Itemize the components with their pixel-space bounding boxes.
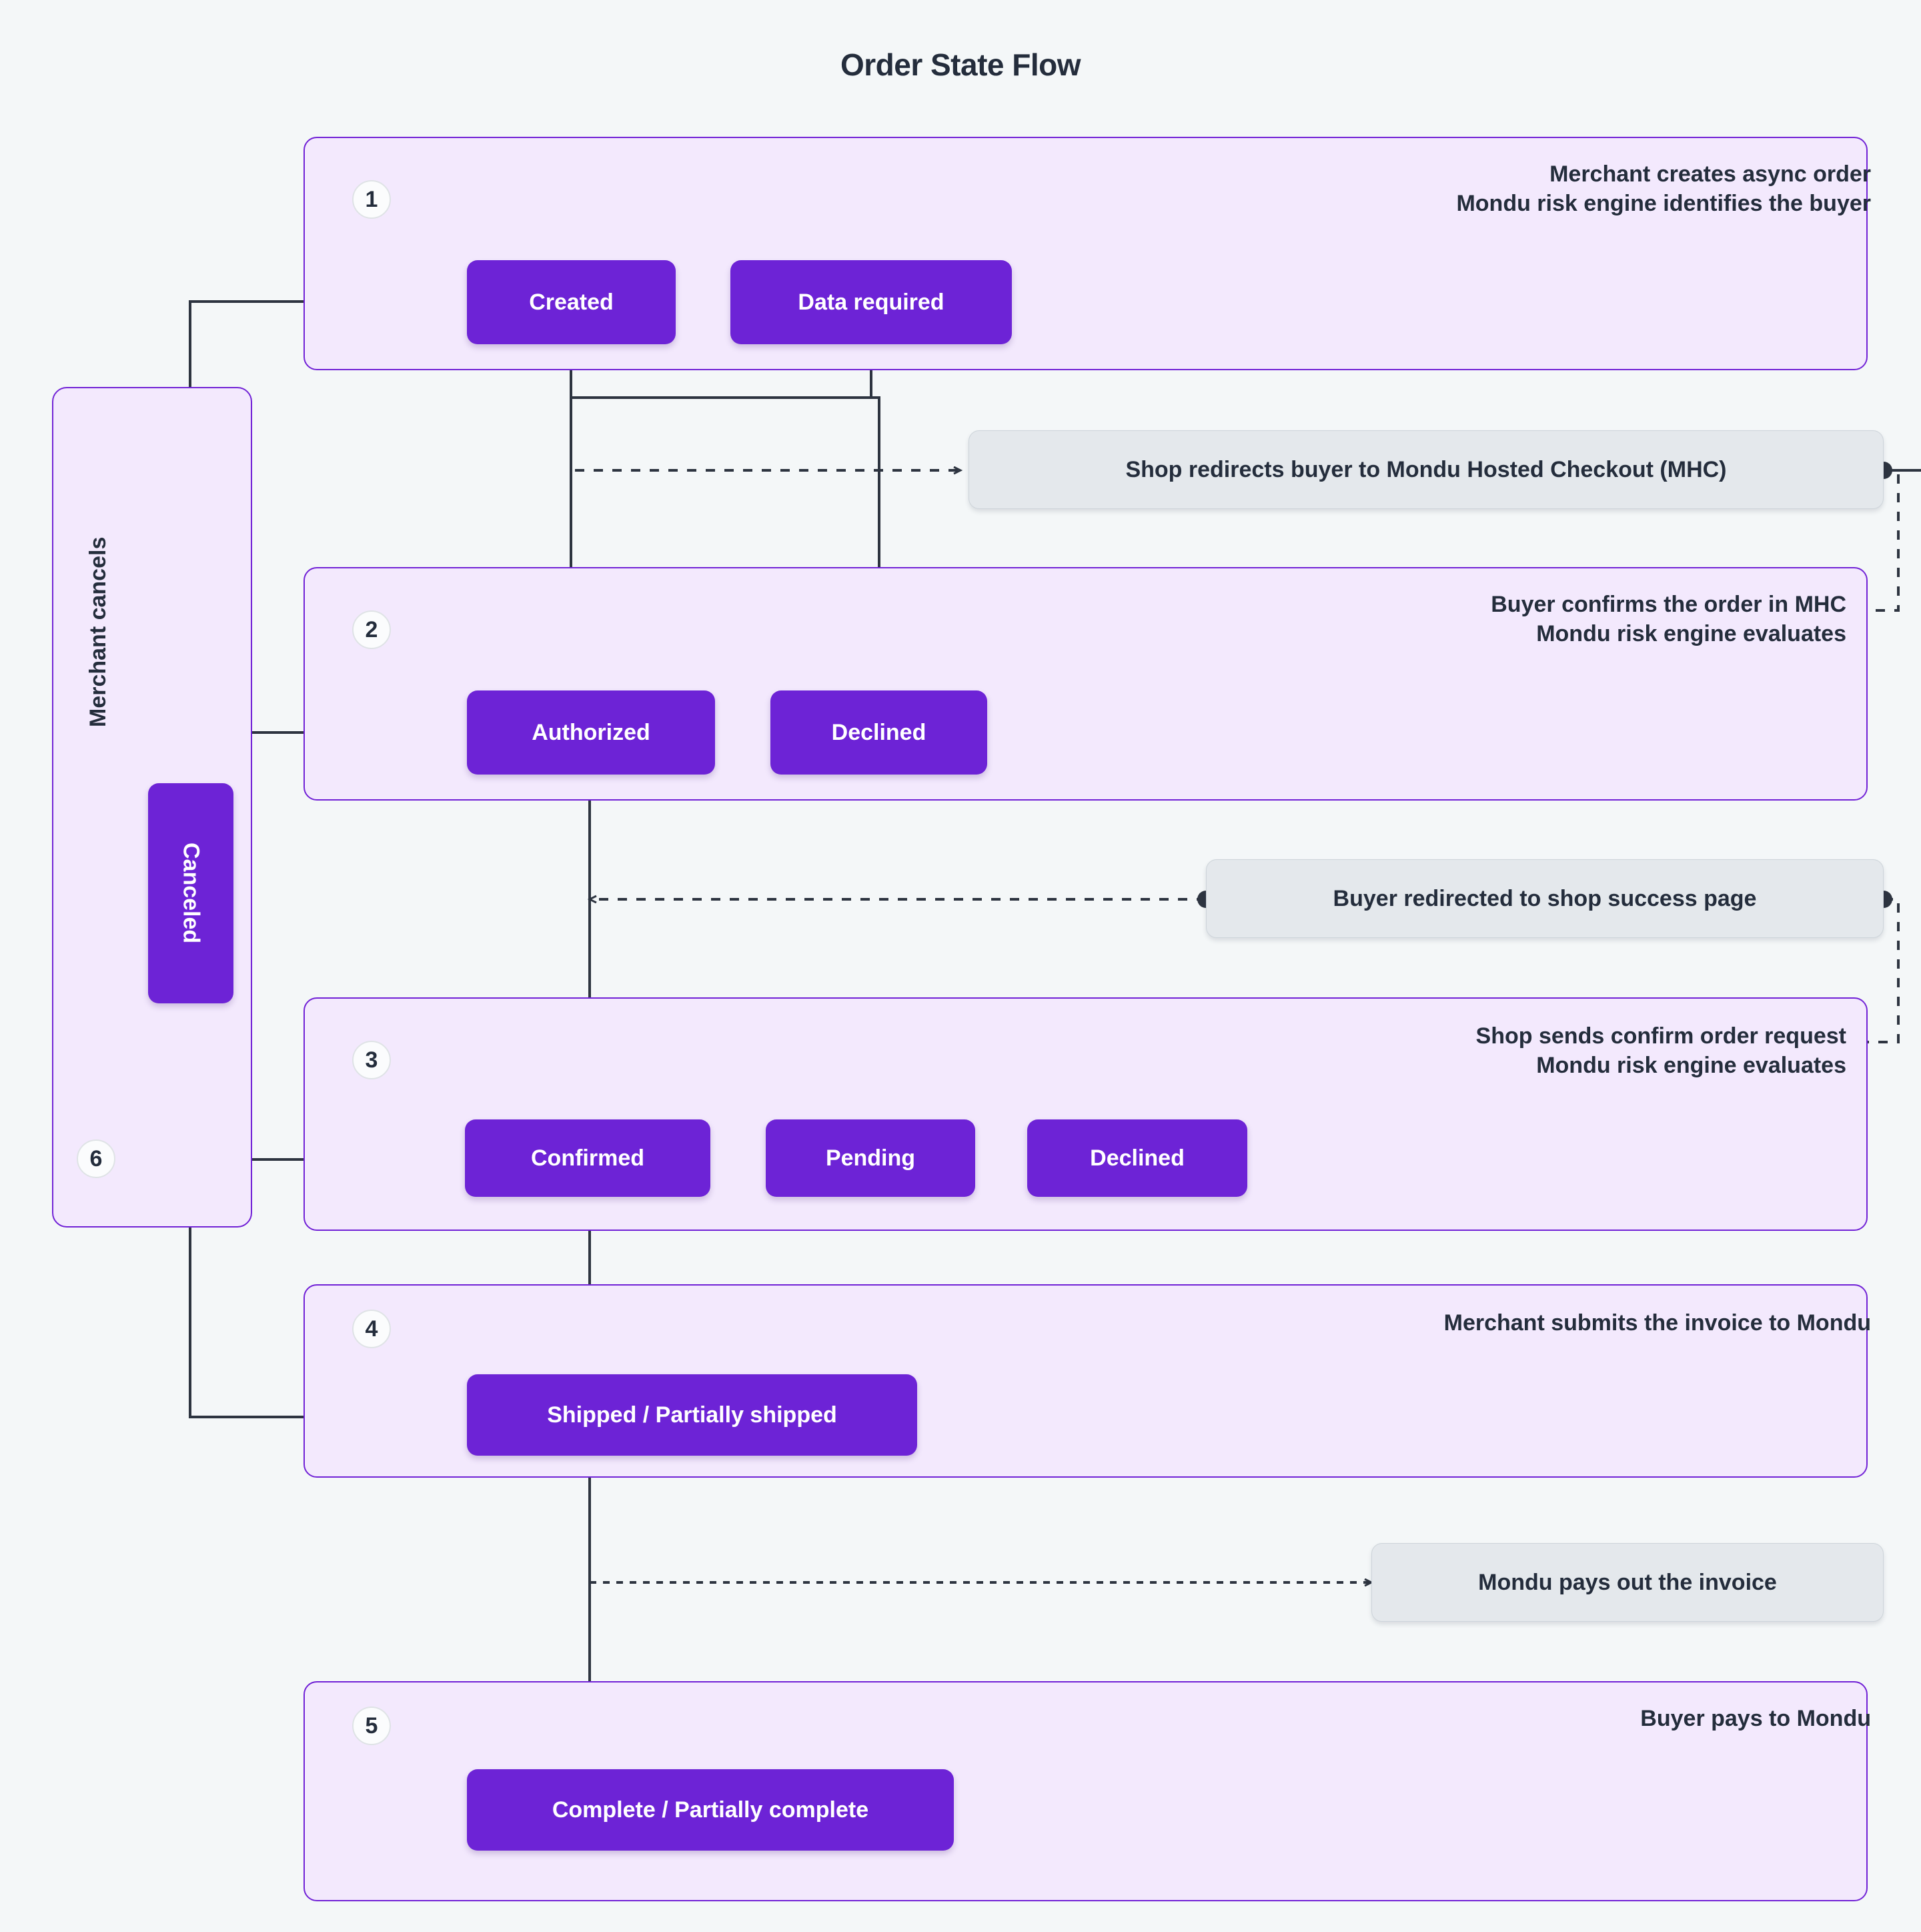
state-node-shipped[interactable]: Shipped / Partially shipped <box>467 1374 917 1456</box>
phase-annotation-4: Merchant submits the invoice to Mondu <box>1443 1310 1871 1336</box>
phase-annotation-3: Shop sends confirm order request Mondu r… <box>1475 1023 1846 1078</box>
phase-annotation-5: Buyer pays to Mondu <box>1640 1706 1871 1731</box>
phase-badge-4: 4 <box>352 1310 391 1348</box>
phase-badge-6: 6 <box>77 1139 115 1178</box>
state-node-declined-phase3[interactable]: Declined <box>1027 1119 1247 1197</box>
state-node-pending[interactable]: Pending <box>766 1119 975 1197</box>
note-payout: Mondu pays out the invoice <box>1371 1543 1884 1622</box>
state-node-declined-phase2[interactable]: Declined <box>770 690 987 775</box>
state-node-canceled[interactable]: Canceled <box>148 783 233 1003</box>
state-node-created[interactable]: Created <box>467 260 676 344</box>
phase-badge-5: 5 <box>352 1707 391 1745</box>
state-node-confirmed[interactable]: Confirmed <box>465 1119 710 1197</box>
phase-badge-1: 1 <box>352 180 391 219</box>
phase-badge-3: 3 <box>352 1041 391 1079</box>
page-title: Order State Flow <box>840 47 1081 82</box>
phase-badge-2: 2 <box>352 610 391 649</box>
note-success-page: Buyer redirected to shop success page <box>1206 859 1884 938</box>
phase-annotation-2: Buyer confirms the order in MHC Mondu ri… <box>1491 592 1846 646</box>
state-node-data-required[interactable]: Data required <box>730 260 1012 344</box>
state-node-authorized[interactable]: Authorized <box>467 690 715 775</box>
merchant-cancels-label: Merchant cancels <box>85 536 111 727</box>
state-node-complete[interactable]: Complete / Partially complete <box>467 1769 954 1851</box>
note-mhc-redirect: Shop redirects buyer to Mondu Hosted Che… <box>969 430 1884 509</box>
phase-annotation-1: Merchant creates async order Mondu risk … <box>1456 161 1871 216</box>
